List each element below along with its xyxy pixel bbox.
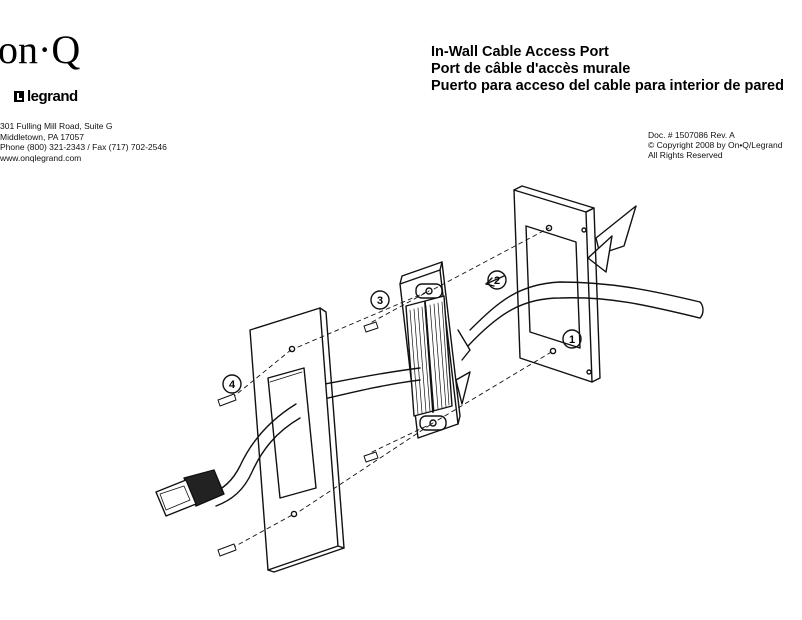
legrand-logo: legrand [14, 88, 78, 105]
document-titles: In-Wall Cable Access Port Port de câble … [431, 44, 784, 95]
hdmi-connector [155, 469, 225, 517]
doc-number: Doc. # 1507086 Rev. A [648, 130, 735, 140]
title-french: Port de câble d'accès murale [431, 61, 631, 77]
brush-insert [399, 261, 471, 439]
address-block: 301 Fulling Mill Road, Suite G Middletow… [0, 121, 167, 163]
wall-plate [249, 307, 345, 573]
mounting-bracket [513, 185, 637, 383]
legrand-mark-icon [14, 91, 24, 102]
callout-3-circle [370, 290, 390, 310]
copyright: © Copyright 2008 by On•Q/Legrand [648, 140, 783, 150]
callout-3-label: 3 [377, 295, 383, 307]
title-english: In-Wall Cable Access Port [431, 44, 609, 60]
screws [217, 321, 379, 557]
callout-2-label: 2 [494, 275, 500, 287]
address-line: www.onqlegrand.com [0, 152, 82, 163]
title-spanish: Puerto para acceso del cable para interi… [431, 78, 784, 94]
onq-logo: on·Q [0, 27, 81, 72]
rights: All Rights Reserved [648, 150, 723, 160]
doc-info: Doc. # 1507086 Rev. A © Copyright 2008 b… [648, 130, 782, 160]
callout-4-label: 4 [229, 379, 236, 391]
legrand-wordmark: legrand [27, 88, 78, 105]
callout-1-circle [562, 329, 582, 349]
callout-2-circle [487, 270, 507, 290]
address-line: 301 Fulling Mill Road, Suite G [0, 121, 113, 131]
address-line: Middletown, PA 17057 [0, 131, 84, 142]
callout-1-label: 1 [569, 334, 575, 346]
address-line: Phone (800) 321-2343 / Fax (717) 702-254… [0, 142, 167, 152]
callout-4-circle [222, 374, 242, 394]
